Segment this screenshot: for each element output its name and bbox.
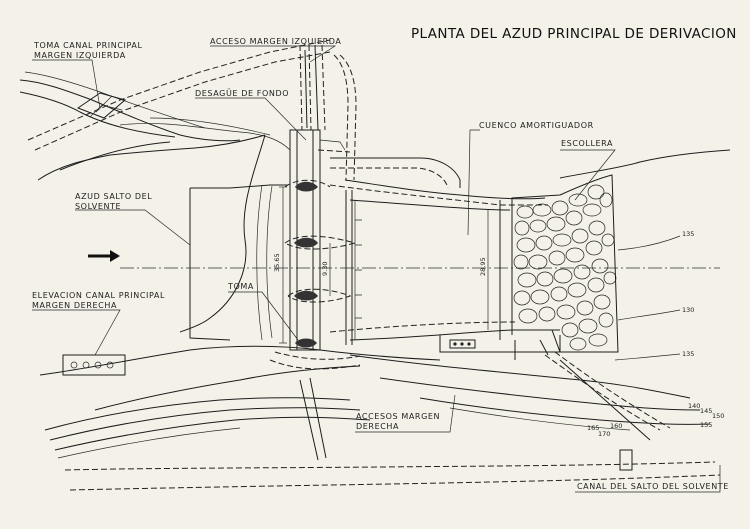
contour-label-135-bottom: 135: [682, 350, 694, 358]
contour-label-140: 140: [688, 402, 700, 410]
label-acceso-margen-izquierda: ACCESO MARGEN IZQUIERDA: [210, 37, 341, 46]
solvente-canal: [64, 449, 721, 491]
contour-label-145: 145: [700, 407, 712, 415]
label-escollera: ESCOLLERA: [561, 139, 613, 148]
pump-station-block: [62, 354, 126, 376]
label-elevacion-line1: ELEVACION CANAL PRINCIPAL: [32, 291, 165, 300]
dam-structure: [284, 44, 357, 351]
label-toma-canal-izq-line1: TOMA CANAL PRINCIPAL: [33, 41, 143, 50]
dimension-lines: 35.65 9.30 28.95: [273, 186, 489, 344]
label-accesos-der-line1: ACCESOS MARGEN: [356, 412, 440, 421]
contour-label-155: 155: [700, 421, 712, 429]
lower-terrain-contours: 140 145 150 155 165 170 160: [39, 345, 724, 461]
label-toma-canal-izq-line2: MARGEN IZQUIERDA: [34, 51, 126, 60]
drawing-title: PLANTA DEL AZUD PRINCIPAL DE DERIVACION: [411, 26, 737, 42]
label-azud-line2: SOLVENTE: [75, 202, 121, 211]
contour-label-150: 150: [712, 412, 724, 420]
label-azud-line1: AZUD SALTO DEL: [75, 192, 152, 201]
label-leaders: [32, 45, 721, 493]
terrain-contours-left: [37, 117, 291, 333]
contour-label-135-top: 135: [682, 230, 694, 238]
dimension-28-95: 28.95: [479, 257, 487, 276]
left-intake-canal: [19, 39, 331, 151]
dimension-35-65: 35.65: [273, 253, 281, 272]
label-cuenco-amortiguador: CUENCO AMORTIGUADOR: [479, 121, 594, 130]
right-bank-contours: 135 130 135: [614, 230, 694, 361]
label-desague-de-fondo: DESAGÜE DE FONDO: [195, 88, 289, 98]
flow-direction-arrow: [88, 250, 120, 262]
contour-label-165: 165: [587, 424, 599, 432]
contour-label-160: 160: [610, 422, 622, 430]
label-accesos-der-line2: DERECHA: [356, 422, 399, 431]
riprap-stone-area: [511, 149, 731, 353]
label-elevacion-line2: MARGEN DERECHA: [32, 301, 117, 310]
contour-label-170: 170: [598, 430, 610, 438]
dimension-9-30: 9.30: [321, 262, 329, 276]
label-toma: TOMA: [227, 282, 254, 291]
azud-left-wing: [189, 184, 288, 341]
label-canal-salto: CANAL DEL SALTO DEL SOLVENTE: [577, 482, 729, 491]
contour-label-130: 130: [682, 306, 694, 314]
